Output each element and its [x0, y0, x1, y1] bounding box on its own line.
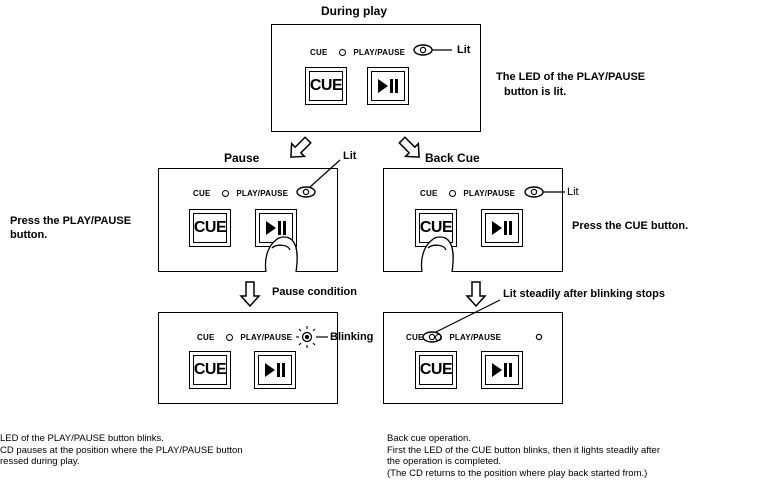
note-line: LED of the PLAY/PAUSE button blinks. [0, 433, 164, 444]
play-pause-led-label: PLAY/PAUSE [463, 189, 516, 198]
play-pause-led-label: PLAY/PAUSE [449, 333, 502, 342]
cue-led-label: CUE [197, 333, 215, 342]
cue-button-label: CUE [419, 361, 453, 378]
play-pause-icon [492, 363, 512, 377]
cue-led-label: CUE [420, 189, 438, 198]
panel-back-cue-result: CUE PLAY/PAUSE CUE [383, 312, 563, 404]
play-pause-icon [378, 79, 398, 93]
led-indicator-icon [221, 190, 229, 197]
cue-button[interactable]: CUE [189, 351, 231, 389]
blinking-led-icon [296, 326, 316, 348]
cue-button-label: CUE [419, 219, 453, 236]
lit-label: Lit [343, 150, 357, 162]
cue-led-label: CUE [310, 48, 328, 57]
note-line: Press the PLAY/PAUSE [10, 215, 132, 227]
blinking-label: Blinking [330, 331, 374, 343]
cue-button[interactable]: CUE [189, 209, 231, 247]
panel-during-play: CUE PLAY/PAUSE CUE [271, 24, 481, 132]
cue-button[interactable]: CUE [415, 351, 457, 389]
title-pause: Pause [224, 151, 260, 165]
note-line: ressed during play. [0, 456, 80, 467]
note-led-lit: The LED of the PLAY/PAUSE button is lit. [496, 70, 645, 100]
note-line: The LED of the PLAY/PAUSE [496, 71, 646, 83]
led-row: CUE PLAY/PAUSE [197, 333, 292, 342]
pressing-finger-icon [420, 236, 454, 273]
led-row: CUE PLAY/PAUSE [420, 189, 515, 198]
cue-led-label: CUE [193, 189, 211, 198]
pause-condition-label: Pause condition [272, 286, 357, 298]
panel-pause-result: CUE PLAY/PAUSE CUE [158, 312, 338, 404]
led-indicator-icon [413, 44, 433, 56]
pressing-finger-icon [264, 236, 298, 273]
cue-led-label: CUE [406, 333, 424, 342]
led-row: CUE PLAY/PAUSE [193, 189, 288, 198]
led-indicator-icon [296, 186, 316, 198]
note-press-cue: Press the CUE button. [572, 220, 689, 232]
play-pause-led-label: PLAY/PAUSE [353, 48, 406, 57]
play-pause-button[interactable] [367, 67, 409, 105]
note-pause-result: LED of the PLAY/PAUSE button blinks. CD … [0, 433, 243, 468]
led-row: CUE PLAY/PAUSE [310, 48, 405, 57]
led-indicator-icon [448, 190, 456, 197]
lit-label: Lit [457, 44, 471, 56]
play-pause-icon [492, 221, 512, 235]
panel-back-cue: CUE PLAY/PAUSE CUE [383, 168, 563, 272]
title-back-cue: Back Cue [425, 151, 480, 165]
cue-button-label: CUE [193, 219, 227, 236]
led-indicator-icon [338, 49, 346, 56]
note-back-cue-result: Back cue operation. First the LED of the… [387, 433, 660, 479]
play-pause-icon [265, 363, 285, 377]
lit-label: Lit [567, 186, 579, 198]
note-line: (The CD returns to the position where pl… [387, 467, 648, 479]
down-arrow-icon [239, 281, 261, 308]
led-indicator-icon [422, 331, 442, 343]
lit-steadily-label: Lit steadily after blinking stops [503, 288, 665, 300]
cue-button[interactable]: CUE [305, 67, 347, 105]
cue-button-label: CUE [309, 77, 343, 94]
note-line: button is lit. [504, 86, 567, 98]
note-line: button. [10, 229, 48, 241]
play-pause-icon [266, 221, 286, 235]
play-pause-led-label: PLAY/PAUSE [240, 333, 293, 342]
down-arrow-icon [398, 136, 420, 158]
title-during-play: During play [321, 4, 388, 18]
down-arrow-icon [290, 136, 312, 158]
play-pause-button[interactable] [254, 351, 296, 389]
play-pause-led-label: PLAY/PAUSE [236, 189, 289, 198]
play-pause-button[interactable] [481, 209, 523, 247]
play-pause-button[interactable] [481, 351, 523, 389]
led-indicator-icon [225, 334, 233, 341]
note-line: First the LED of the CUE button blinks, … [387, 444, 660, 456]
panel-pause: CUE PLAY/PAUSE CUE [158, 168, 338, 272]
led-indicator-icon [524, 186, 544, 198]
note-line: the operation is completed. [387, 456, 502, 467]
note-line: CD pauses at the position where the PLAY… [0, 444, 243, 456]
down-arrow-icon [465, 281, 487, 308]
note-line: Back cue operation. [387, 433, 471, 444]
note-press-play-pause: Press the PLAY/PAUSE button. [10, 214, 131, 242]
cue-button-label: CUE [193, 361, 227, 378]
